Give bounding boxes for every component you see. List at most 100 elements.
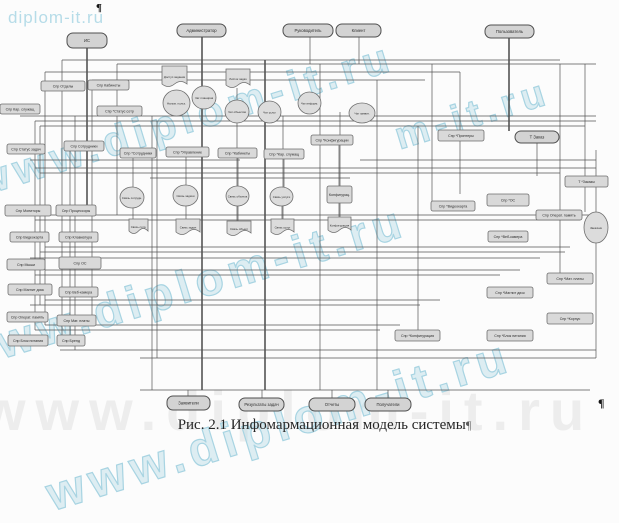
node-spr2-kar-sluzh: Спр *Кар. служащ [263, 148, 305, 160]
spr-monitory-label: Спр Мониторы [16, 209, 41, 213]
spr2-konfiguracii-label: Спр *Конфигурации [315, 138, 348, 142]
watermark-corner-text: diplom-it.ru [8, 8, 105, 27]
node-spr-sotrudniki: Спр Сотрудники [63, 140, 105, 152]
doc-listok-zadach-shape [225, 68, 251, 88]
node-chat-obektov: Чат объектов [224, 99, 250, 124]
spr2-webkamera-shape [487, 230, 529, 243]
node-konfigurator: Конфигурац. [326, 185, 353, 204]
administrator-label: Администратор [186, 28, 217, 33]
node-spr-kar-sluzh: Спр Кар. служащ [0, 103, 41, 115]
spr-mat-platy-label: Спр Мат. платы [64, 319, 90, 323]
node-spr2-webkamera: Спр *Веб-камера [487, 230, 529, 243]
poluchateli-shape [364, 397, 412, 412]
spr-magnit-disk-shape [7, 283, 53, 296]
is-label: ИС [84, 38, 90, 43]
node-spr2-oper-pamyat: Спр Операт. память [535, 209, 583, 221]
spr2-magnit-disk-label: Спр *Магнит диск [495, 291, 525, 295]
spr-sotrudniki-shape [63, 140, 105, 152]
spr-os-label: Спр ОС [74, 261, 87, 265]
spr-videokarta-shape [9, 231, 50, 243]
node-spr2-kabinety: Спр *Кабинеты [217, 147, 258, 159]
spr-webkamera-label: Спр Веб-камера [65, 290, 92, 294]
node-spr2-os: Спр *ОС [486, 193, 530, 207]
svyaz-zadachi-shape [172, 184, 199, 207]
spr2-oper-pamyat-label: Спр Операт. память [542, 213, 575, 217]
doc-svyaz-sotr-shape [128, 218, 149, 234]
spr-mat-platy-shape [56, 314, 97, 327]
rezultaty-zadach-shape [238, 397, 285, 412]
node-spr-klaviatura: Спр Клавиатура [58, 231, 99, 243]
node-spr2-magnit-disk: Спр *Магнит диск [486, 286, 534, 299]
spr-klaviatura-label: Спр Клавиатура [65, 235, 92, 239]
doc-svyaz-obekt-shape [226, 220, 252, 236]
node-spr-status-zadach: Спр Статус задач [6, 143, 46, 155]
node-polzovatel: Пользователь [484, 24, 535, 39]
spr-otdely-label: Спр Отделы [53, 84, 74, 88]
node-klient: Клиент [335, 23, 382, 38]
spr2-sotrudniki-shape [119, 147, 157, 159]
zakazchik-shape [583, 211, 609, 244]
node-zakazchik: Заказчик [583, 211, 609, 244]
spr2-mat-platy-label: Спр *Мат. платы [556, 277, 584, 281]
spr2-upravlenie-shape [165, 146, 210, 158]
node-otchety: Отчеты [308, 397, 356, 412]
caption-pilcrow: ¶ [465, 418, 472, 432]
doc-svyaz-zadach-shape [175, 218, 201, 235]
spr-status-sotr-shape [96, 105, 143, 117]
node-spr2-sotrudniki: Спр *Сотрудники [119, 147, 157, 159]
spr-blok-pitaniya-label: Спр Блок питания [13, 339, 43, 343]
node-spr-monitory: Спр Мониторы [4, 204, 52, 217]
zakazchik-label: Заказчик [590, 226, 603, 230]
spr-sotrudniki-label: Спр Сотрудники [70, 144, 97, 148]
spr2-kar-sluzh-shape [263, 148, 305, 160]
spr-kabinety-shape [87, 79, 130, 91]
konfigurator-label: Конфигурац. [329, 193, 350, 197]
doc-dostup-zadaniya-shape [161, 65, 188, 87]
spr-kabinety-label: Спр Кабинеты [97, 83, 121, 87]
node-chat-uslug: Чат услуг [257, 100, 282, 124]
node-doc-svyaz-uslug: Связь услуг [270, 218, 295, 235]
node-spr-webkamera: Спр Веб-камера [58, 286, 99, 298]
svyaz-zadachi-label: Связь задачи [176, 194, 194, 198]
chat-polzovateley-shape [162, 89, 191, 117]
spr-myshi-shape [6, 258, 46, 271]
spr2-printery-shape [437, 129, 485, 142]
node-spr-blok-pitaniya: Спр Блок питания [7, 334, 49, 347]
node-doc-dostup-zadaniya: Доступ задания [161, 65, 188, 87]
chat-uslug-label: Чат услуг [263, 110, 276, 114]
node-spr2-mat-platy: Спр *Мат. платы [546, 272, 594, 285]
spr2-oper-pamyat-shape [535, 209, 583, 221]
svyaz-sotrudnik-label: Связь сотрудн. [122, 196, 142, 200]
spr-blok-pitaniya-shape [7, 334, 49, 347]
node-t-zakaz: Т Заказ [514, 130, 560, 144]
spr2-konfiguraciya-shape [394, 329, 441, 342]
doc-konfiguraciya-shape [327, 216, 352, 233]
chat-informacii-shape [297, 91, 322, 115]
zayaviteli-label: Заявители [178, 400, 199, 405]
figure-caption-text: Рис. 2.1 Инфомармационная модель системы [177, 417, 466, 433]
t-zakaz-shape [514, 130, 560, 144]
spr2-blok-pitaniya-shape [486, 329, 534, 342]
svyaz-obekta-shape [225, 185, 250, 207]
node-svyaz-obekta: Связь объекта [225, 185, 250, 207]
node-svyaz-sotrudnik: Связь сотрудн. [119, 186, 145, 209]
spr2-upravlenie-label: Спр *Управление [173, 150, 202, 154]
spr2-webkamera-label: Спр *Веб-камера [494, 235, 523, 239]
node-svyaz-zadachi: Связь задачи [172, 184, 199, 207]
node-spr2-konfiguracii: Спр *Конфигурации [310, 134, 354, 146]
node-spr2-upravlenie: Спр *Управление [165, 146, 210, 158]
spr-monitory-shape [4, 204, 52, 217]
spr-status-zadach-label: Спр Статус задач [11, 147, 41, 151]
node-spr-status-sotr: Спр *Статус сотр [96, 105, 143, 117]
spr2-kar-sluzh-label: Спр *Кар. служащ [269, 152, 299, 156]
spr-status-zadach-shape [6, 143, 46, 155]
klient-label: Клиент [352, 28, 366, 33]
spr2-videokarta-label: Спр *Видеокарта [439, 204, 468, 208]
spr-oper-pamyat-label: Спр Операт. память [11, 315, 44, 319]
spr-kar-sluzh-shape [0, 103, 41, 115]
otchety-shape [308, 397, 356, 412]
node-is: ИС [66, 32, 108, 49]
node-spr-processory: Спр Процессоры [55, 204, 97, 217]
konfigurator-shape [326, 185, 353, 204]
